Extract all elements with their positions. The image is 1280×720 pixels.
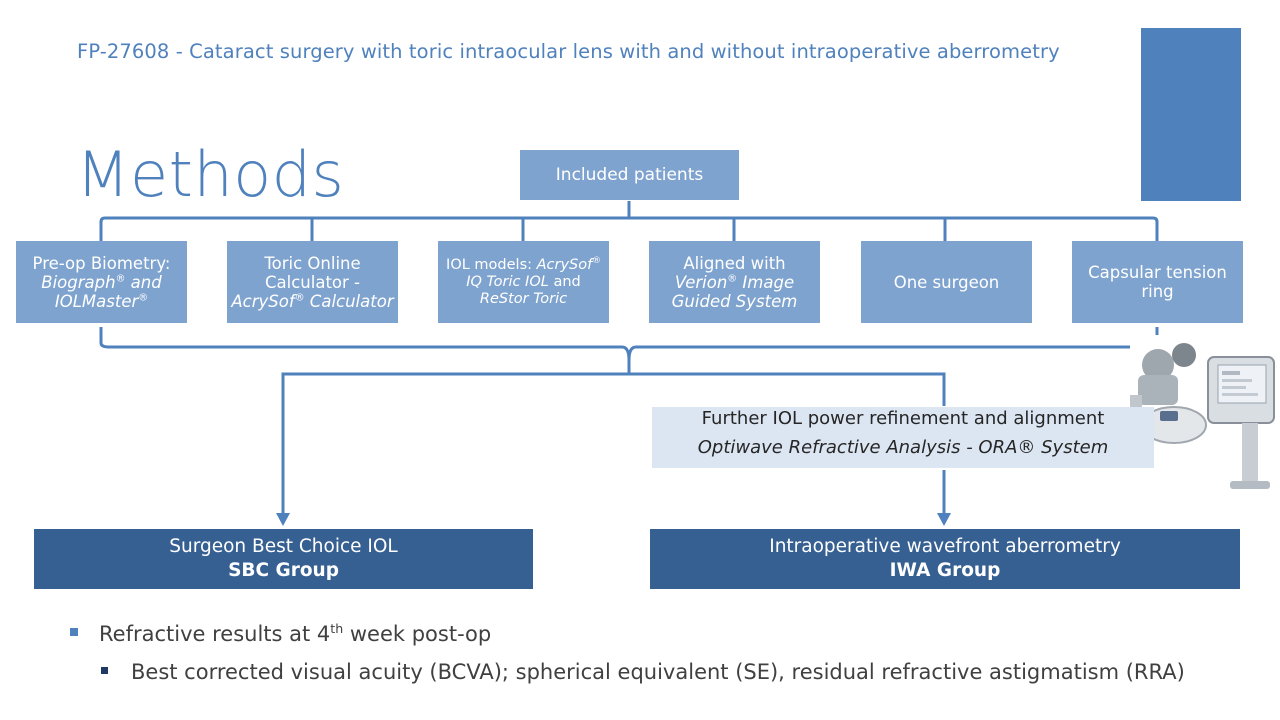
group-description: Intraoperative wavefront aberrometry (769, 536, 1121, 557)
sbc-group-box: Surgeon Best Choice IOL SBC Group (34, 529, 533, 589)
bullet-main: Refractive results at 4th week post-op (70, 622, 491, 646)
bullet-main-text: Refractive results at 4 (99, 622, 331, 646)
included-patients-box: Included patients (520, 150, 739, 200)
refinement-line1: Further IOL power refinement and alignme… (701, 408, 1105, 429)
criterion-text: Capsular tension ring (1088, 263, 1227, 301)
criterion-text: Toric Online Calculator - (264, 253, 361, 292)
bullet-square-icon (70, 628, 78, 636)
criterion-text: Pre-op Biometry: (32, 253, 171, 273)
criterion-italic2: ReStor Toric (479, 290, 568, 307)
refinement-note: Further IOL power refinement and alignme… (652, 407, 1154, 468)
ora-system-device-icon (1130, 335, 1280, 492)
bullet-main-text-end: week post-op (343, 622, 492, 646)
criterion-italic: Biograph® and IOLMaster® (41, 272, 162, 311)
page-title: Methods (76, 138, 345, 211)
criterion-italic: AcrySof® Calculator (231, 291, 394, 311)
criterion-text: One surgeon (893, 272, 1000, 292)
group-description: Surgeon Best Choice IOL (169, 536, 398, 557)
criterion-biometry: Pre-op Biometry: Biograph® and IOLMaster… (16, 241, 187, 323)
iwa-group-box: Intraoperative wavefront aberrometry IWA… (650, 529, 1240, 589)
group-name: SBC Group (228, 560, 339, 581)
criterion-capsular-ring: Capsular tension ring (1072, 241, 1243, 323)
slide-header: FP-27608 - Cataract surgery with toric i… (77, 40, 1060, 63)
criterion-text: IOL models: (446, 256, 533, 273)
criterion-text2: and (553, 273, 581, 290)
bullet-main-sup: th (330, 621, 344, 636)
accent-block (1141, 28, 1241, 201)
refinement-line2: Optiwave Refractive Analysis - ORA® Syst… (697, 437, 1109, 458)
group-name: IWA Group (889, 560, 1001, 581)
bullet-sub-text: Best corrected visual acuity (BCVA); sph… (131, 660, 1185, 684)
bullet-square-icon (101, 666, 108, 674)
bullet-sub: Best corrected visual acuity (BCVA); sph… (101, 660, 1185, 684)
criterion-text: Aligned with (683, 253, 786, 273)
criterion-iol-models: IOL models: AcrySof® IQ Toric IOL and Re… (438, 241, 609, 323)
criterion-one-surgeon: One surgeon (861, 241, 1032, 323)
criterion-italic: IQ Toric IOL (466, 273, 549, 290)
criterion-calculator: Toric Online Calculator - AcrySof® Calcu… (227, 241, 398, 323)
